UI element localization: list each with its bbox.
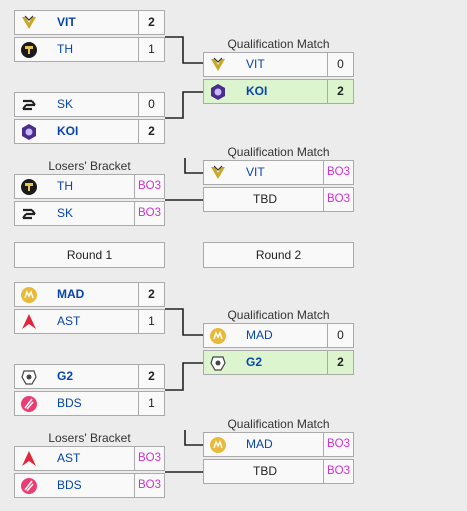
score: 2 [138,283,164,306]
vitality-bee-icon [22,15,36,29]
mad-lions-icon [210,437,226,453]
vitality-bee-icon [211,165,225,179]
score: 2 [138,11,164,34]
team-name[interactable]: TH [57,179,73,193]
match-row-winner[interactable]: G2 2 [203,350,354,375]
match-row[interactable]: MAD 0 [203,323,354,348]
team-name[interactable]: TH [57,42,73,56]
team-name-tbd: TBD [253,464,277,478]
bds-icon [21,478,37,494]
astralis-icon [22,451,36,466]
round-1-header: Round 1 [14,242,165,268]
team-name[interactable]: AST [57,451,81,465]
heretics-icon [21,42,37,58]
best-of-badge: BO3 [134,447,164,470]
match-row[interactable]: BDS BO3 [14,473,165,498]
match-row[interactable]: TH BO3 [14,174,165,199]
team-name[interactable]: MAD [57,287,85,301]
round-2-header: Round 2 [203,242,354,268]
koi-icon [22,124,36,140]
best-of-badge: BO3 [134,175,164,198]
team-name[interactable]: BDS [57,396,82,410]
team-name[interactable]: VIT [246,165,265,179]
mad-lions-icon [210,328,226,344]
team-name[interactable]: G2 [246,355,263,369]
score: 1 [138,38,164,61]
team-name[interactable]: BDS [57,478,82,492]
team-name[interactable]: MAD [246,437,273,451]
match-row[interactable]: AST BO3 [14,446,165,471]
score: 0 [327,53,353,76]
score: 0 [138,93,164,116]
team-name-tbd: TBD [253,192,277,206]
match-row[interactable]: TH 1 [14,37,165,62]
team-name[interactable]: SK [57,97,74,111]
score: 0 [327,324,353,347]
score: 2 [327,351,353,374]
score: 2 [138,120,164,143]
team-name[interactable]: G2 [57,369,74,383]
score: 1 [138,310,164,333]
qualification-label: Qualification Match [227,308,330,322]
koi-icon [211,84,225,100]
qualification-label: Qualification Match [227,145,330,159]
match-row[interactable]: SK BO3 [14,201,165,226]
team-name[interactable]: KOI [246,84,268,98]
losers-bracket-label: Losers' Bracket [48,159,131,173]
best-of-badge: BO3 [134,474,164,497]
losers-bracket-label: Losers' Bracket [48,431,131,445]
match-row[interactable]: MAD BO3 [203,432,354,457]
match-row[interactable]: SK 0 [14,92,165,117]
best-of-badge: BO3 [134,202,164,225]
vitality-bee-icon [211,57,225,71]
heretics-icon [21,179,37,195]
match-row[interactable]: G2 2 [14,364,165,389]
astralis-icon [22,314,36,329]
g2-icon [210,356,226,371]
match-row[interactable]: VIT 2 [14,10,165,35]
best-of-badge: BO3 [323,188,353,211]
sk-icon [22,208,36,220]
sk-icon [22,99,36,111]
team-name[interactable]: VIT [246,57,265,71]
match-row[interactable]: VIT BO3 [203,160,354,185]
best-of-badge: BO3 [323,161,353,184]
match-row[interactable]: VIT 0 [203,52,354,77]
match-row-tbd: TBD BO3 [203,187,354,212]
match-row[interactable]: AST 1 [14,309,165,334]
g2-icon [21,370,37,385]
team-name[interactable]: SK [57,206,74,220]
team-name[interactable]: MAD [246,328,273,342]
best-of-badge: BO3 [323,433,353,456]
best-of-badge: BO3 [323,460,353,483]
score: 2 [327,80,353,103]
qualification-label: Qualification Match [227,417,330,431]
score: 2 [138,365,164,388]
bds-icon [21,396,37,412]
team-name[interactable]: AST [57,314,81,328]
qualification-label: Qualification Match [227,37,330,51]
team-name[interactable]: KOI [57,124,79,138]
match-row[interactable]: KOI 2 [14,119,165,144]
match-row-winner[interactable]: KOI 2 [203,79,354,104]
match-row[interactable]: MAD 2 [14,282,165,307]
score: 1 [138,392,164,415]
mad-lions-icon [21,287,37,303]
team-name[interactable]: VIT [57,15,76,29]
match-row[interactable]: BDS 1 [14,391,165,416]
match-row-tbd: TBD BO3 [203,459,354,484]
